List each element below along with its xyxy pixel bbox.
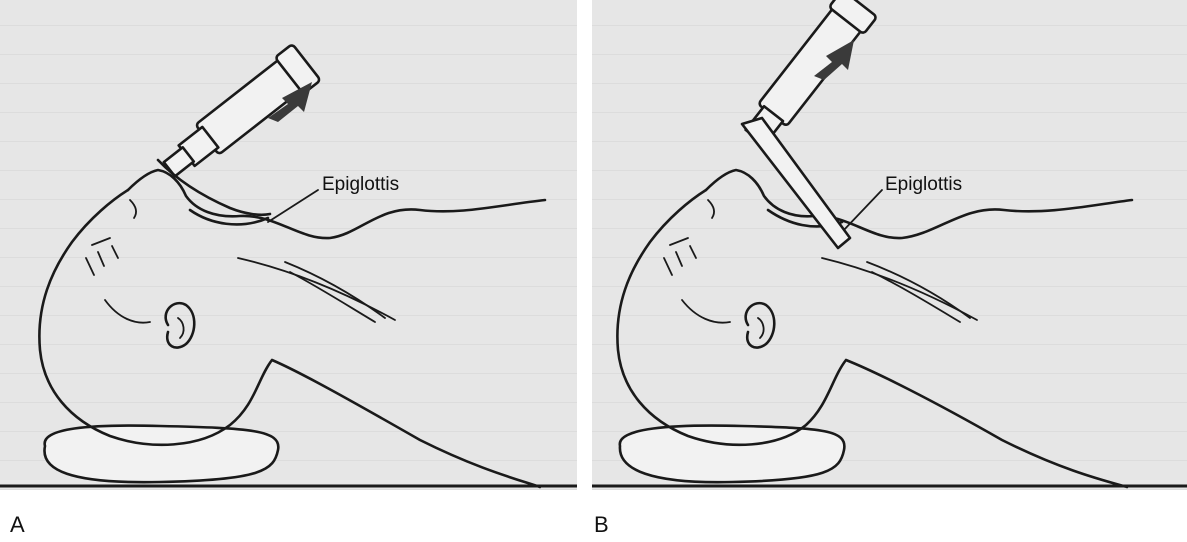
airway-line-3	[872, 272, 960, 322]
panel-letter-b: B	[594, 512, 609, 538]
epiglottis-leader	[842, 190, 882, 232]
airway-line-3	[290, 272, 375, 322]
laryngoscopy-drawing-a	[0, 0, 577, 490]
laryngoscope	[155, 44, 320, 187]
panel-b-illustration: Epiglottis	[592, 0, 1187, 490]
head-pillow	[620, 426, 845, 483]
eye-detail	[664, 238, 696, 275]
airway-line-1	[822, 258, 977, 320]
epiglottis-label-a: Epiglottis	[322, 174, 399, 196]
airway-line-1	[238, 258, 395, 320]
cheek-line	[682, 300, 730, 323]
panel-letter-a: A	[10, 512, 25, 538]
nostril-line	[708, 200, 714, 218]
panel-a-illustration: Epiglottis	[0, 0, 577, 490]
laryngoscope-blade	[742, 118, 850, 248]
airway-line-2	[867, 262, 970, 318]
cheek-line	[105, 300, 150, 323]
ear	[746, 303, 775, 347]
laryngoscopy-drawing-b	[592, 0, 1187, 490]
ear-inner	[758, 318, 764, 338]
epiglottis-leader	[268, 190, 318, 222]
eye-detail	[86, 238, 118, 275]
ear	[166, 303, 195, 347]
head-pillow	[44, 426, 278, 483]
nostril-line	[130, 200, 136, 218]
epiglottis-label-b: Epiglottis	[885, 174, 962, 196]
ear-inner	[178, 318, 184, 338]
